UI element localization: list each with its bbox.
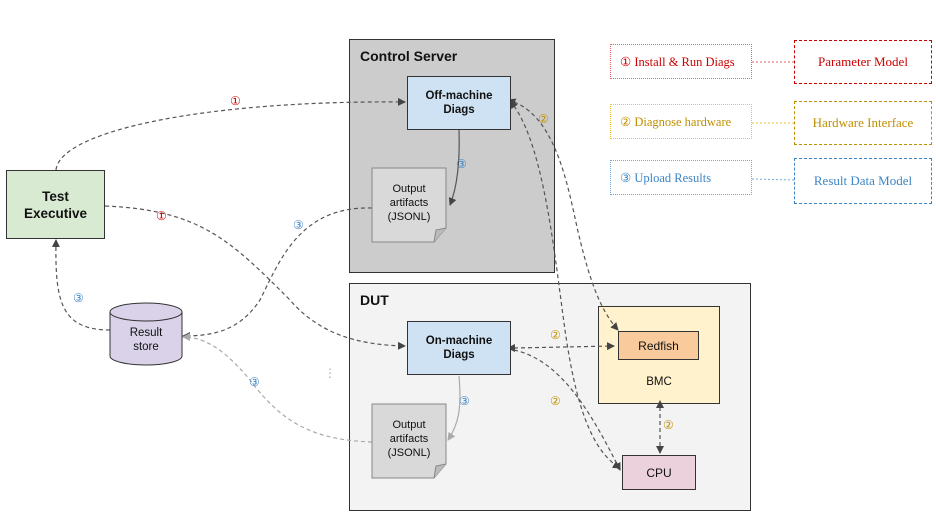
result-data-model-box: Result Data Model <box>794 158 932 204</box>
edge-texec-offdiags <box>55 97 406 171</box>
edge-label-3-dut-store: ③ <box>249 375 260 389</box>
edge-texec-ondiags <box>104 205 406 350</box>
edge-store-texec <box>51 239 111 331</box>
dut-title: DUT <box>360 292 389 308</box>
cpu-box: CPU <box>622 455 696 490</box>
off-machine-diags-box: Off-machine Diags <box>407 76 511 130</box>
edge-dutartifacts-store <box>182 333 373 443</box>
edge-label-1-mid: ① <box>156 209 167 223</box>
edge-label-2-cpu: ② <box>550 394 561 408</box>
output-artifacts-server-label: Output artifacts (JSONL) <box>387 183 431 223</box>
legend-label-2: ② Diagnose hardware <box>620 114 732 129</box>
edge-label-3-store: ③ <box>73 291 84 305</box>
edge-label-3-dut: ③ <box>459 394 470 408</box>
edge-offdiags-artifacts <box>448 129 460 206</box>
control-server-title: Control Server <box>360 48 458 64</box>
legend-line-3 <box>751 178 795 181</box>
edge-label-1-top: ① <box>230 94 241 108</box>
bmc-label: BMC <box>646 376 672 388</box>
result-data-model-label: Result Data Model <box>813 173 913 188</box>
parameter-model-box: Parameter Model <box>794 40 932 84</box>
hardware-interface-box: Hardware Interface <box>794 101 932 145</box>
test-executive-box: Test Executive <box>6 170 105 239</box>
legend-label-1: ① Install & Run Diags <box>620 54 735 69</box>
edge-label-2-server: ② <box>538 112 549 126</box>
edge-offdiags-cpu <box>509 100 621 469</box>
edge-label-3-artifacts: ③ <box>293 218 304 232</box>
legend-label-3: ③ Upload Results <box>620 170 712 185</box>
edge-label-2-bmc-cpu: ② <box>663 418 674 432</box>
redfish-box: Redfish <box>618 331 699 360</box>
parameter-model-label: Parameter Model <box>818 54 908 69</box>
on-machine-diags-box: On-machine Diags <box>407 321 511 375</box>
edge-ondiags-artifacts <box>447 375 461 441</box>
output-artifacts-dut-label: Output artifacts (JSONL) <box>387 419 431 459</box>
edge-label-2-redfish: ② <box>550 328 561 342</box>
hardware-interface-label: Hardware Interface <box>812 115 914 130</box>
ellipsis-mark: ⋮ <box>324 366 336 380</box>
result-store-label: Result store <box>129 327 163 353</box>
legend-item-3: ③ Upload Results <box>610 160 752 195</box>
legend-item-2: ② Diagnose hardware <box>610 104 752 139</box>
legend-item-1: ① Install & Run Diags <box>610 44 752 79</box>
edge-label-3-server: ③ <box>456 157 467 171</box>
edge-artifacts-store <box>182 207 373 340</box>
